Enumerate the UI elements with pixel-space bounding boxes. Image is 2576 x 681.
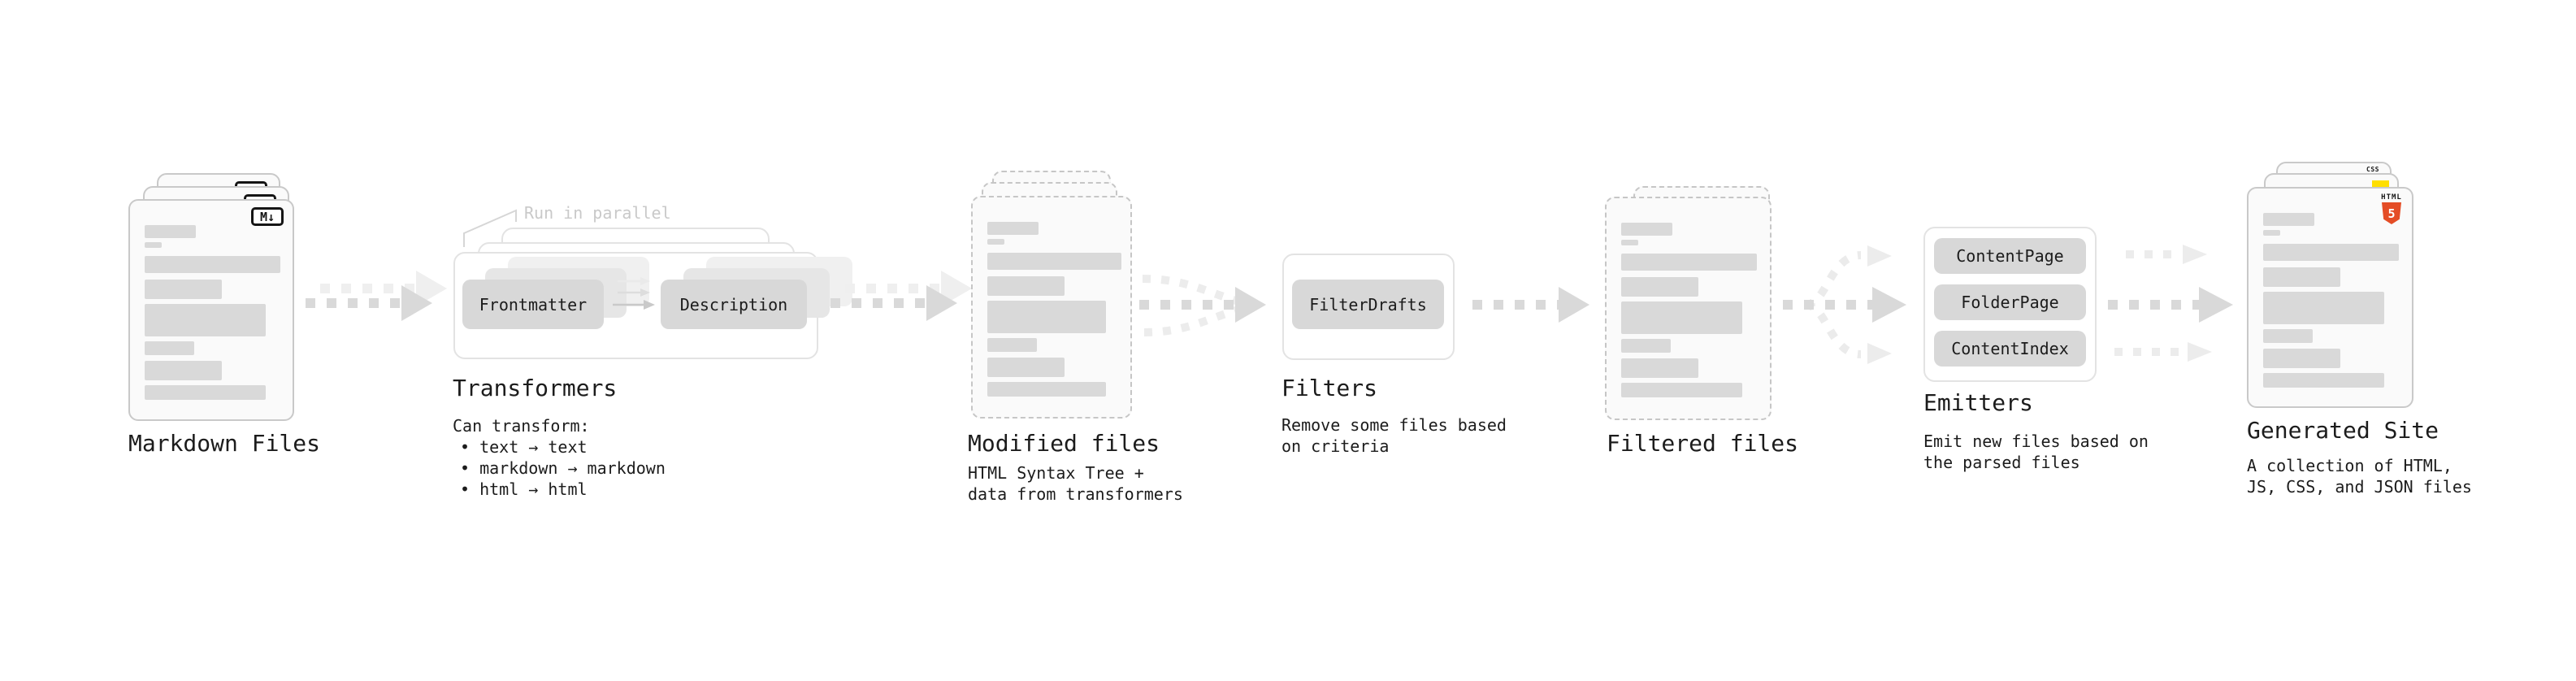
placeholder-bar (987, 253, 1121, 270)
folderpage-label: FolderPage (1961, 293, 2059, 312)
contentindex-box: ContentIndex (1934, 331, 2086, 367)
filters-title: Filters (1281, 375, 1378, 401)
placeholder-bar (2263, 230, 2280, 236)
placeholder-bar (1621, 358, 1698, 378)
flow-arrow-markdown-to-transformers (306, 271, 447, 321)
emitters-desc: the parsed files (1923, 453, 2080, 472)
filtered-files-title: Filtered files (1607, 430, 1799, 457)
transformers-bullet: • markdown → markdown (460, 458, 666, 478)
filters-desc: Remove some files based (1281, 415, 1507, 435)
modified-files-title: Modified files (968, 430, 1160, 457)
markdown-icon: M↓ (251, 207, 284, 226)
placeholder-bar (1621, 240, 1638, 245)
emitters-title: Emitters (1923, 389, 2033, 416)
placeholder-bar (987, 276, 1065, 296)
placeholder-bar (2263, 373, 2384, 388)
callout-line (463, 209, 517, 247)
contentpage-label: ContentPage (1956, 246, 2064, 266)
generated-site-desc: A collection of HTML, (2247, 456, 2452, 475)
markdown-file-card-front: M↓ (128, 199, 294, 421)
description-label: Description (679, 294, 788, 314)
contentpage-box: ContentPage (1934, 238, 2086, 274)
css-icon-text: CSS (2366, 166, 2379, 173)
placeholder-bar (145, 341, 194, 355)
emitters-desc: Emit new files based on (1923, 432, 2149, 451)
folderpage-box: FolderPage (1934, 284, 2086, 320)
frontmatter-label: Frontmatter (479, 294, 588, 314)
filters-desc: on criteria (1281, 436, 1390, 456)
placeholder-bar (2263, 244, 2399, 261)
filterdrafts-box: FilterDrafts (1292, 280, 1444, 329)
html5-icon-shield: 5 (2382, 202, 2401, 224)
modified-files-desc: data from transformers (968, 484, 1183, 504)
placeholder-bar (145, 304, 266, 336)
site-file-card-front: HTML 5 (2247, 187, 2413, 408)
placeholder-bar (1621, 383, 1742, 397)
markdown-icon-text: M↓ (259, 209, 275, 224)
contentindex-label: ContentIndex (1951, 339, 2069, 358)
markdown-files-title: Markdown Files (128, 430, 321, 457)
placeholder-bar (987, 382, 1106, 397)
transformers-bullet: • html → html (460, 479, 588, 499)
transformers-title: Transformers (453, 375, 618, 401)
placeholder-bar (2263, 329, 2313, 343)
placeholder-bar (2263, 349, 2340, 368)
placeholder-bar (145, 385, 266, 400)
placeholder-bar (1621, 254, 1757, 271)
placeholder-bar (987, 358, 1065, 377)
placeholder-bar (987, 301, 1106, 333)
flow-arrow-filters-to-filtered (1472, 287, 1589, 323)
placeholder-bar (987, 239, 1004, 245)
html5-icon-text: HTML (2381, 193, 2402, 202)
frontmatter-box: Frontmatter (462, 280, 604, 329)
flow-arrow-modified-to-filters (1139, 275, 1266, 336)
placeholder-bar (145, 225, 196, 238)
transformers-desc-heading: Can transform: (453, 416, 590, 436)
placeholder-bar (987, 338, 1037, 352)
placeholder-bar (2263, 267, 2340, 287)
html5-icon-number: 5 (2387, 206, 2396, 221)
flow-arrow-filtered-to-emitters (1783, 245, 1906, 364)
placeholder-bar (2263, 213, 2314, 226)
step-arrows-icon (613, 277, 655, 310)
html5-icon: HTML 5 (2381, 193, 2402, 224)
placeholder-bar (145, 280, 222, 299)
generated-site-desc: JS, CSS, and JSON files (2247, 477, 2472, 497)
placeholder-bar (145, 256, 280, 273)
modified-files-desc: HTML Syntax Tree + (968, 463, 1144, 483)
filterdrafts-label: FilterDrafts (1309, 294, 1427, 314)
placeholder-bar (1621, 223, 1672, 236)
flow-arrow-transformers-to-modified (830, 271, 972, 321)
placeholder-bar (2263, 292, 2384, 324)
modified-file-card-front (971, 196, 1132, 419)
placeholder-bar (145, 361, 222, 380)
description-box: Description (661, 280, 807, 329)
placeholder-bar (1621, 277, 1698, 297)
placeholder-bar (987, 222, 1039, 235)
placeholder-bar (145, 242, 162, 248)
filtered-file-card-front (1605, 197, 1772, 420)
transformers-bullet: • text → text (460, 437, 588, 457)
placeholder-bar (1621, 339, 1671, 353)
generated-site-title: Generated Site (2247, 417, 2439, 444)
run-in-parallel-note: Run in parallel (524, 203, 671, 223)
placeholder-bar (1621, 301, 1742, 334)
flow-arrow-emitters-to-site (2108, 245, 2233, 362)
